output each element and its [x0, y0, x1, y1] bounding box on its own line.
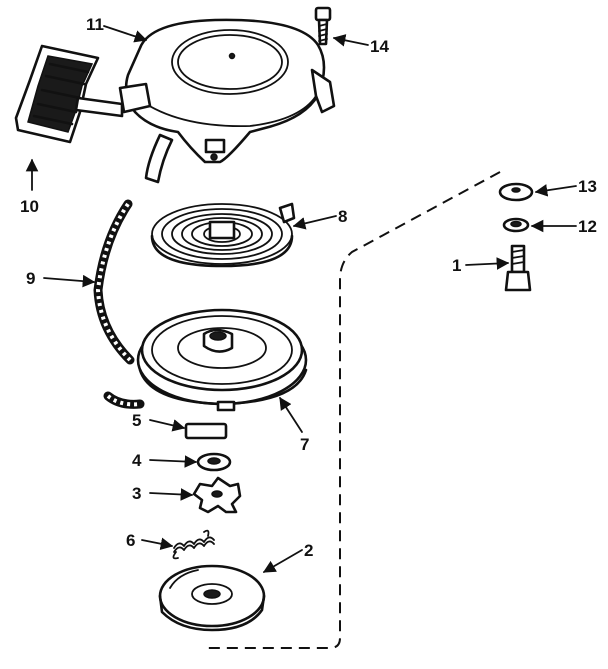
callout-4: 4: [132, 451, 142, 470]
washer-part-4: [196, 452, 232, 472]
callout-1: 1: [452, 256, 461, 275]
recoil-spring-part: [150, 202, 296, 268]
callout-10: 10: [20, 197, 39, 216]
callout-13: 13: [578, 177, 597, 196]
retainer-part: [192, 476, 242, 514]
callout-5: 5: [132, 411, 141, 430]
starter-rope-part: [93, 199, 145, 409]
lock-washer-part: [502, 217, 530, 233]
pulley-part: [136, 308, 308, 412]
pawl-part: [184, 422, 228, 440]
starter-cup-part: [158, 564, 266, 632]
callout-3: 3: [132, 484, 141, 503]
callout-6: 6: [126, 531, 135, 550]
starter-housing-part: [118, 18, 336, 184]
callout-12: 12: [578, 217, 597, 236]
callout-11: 11: [86, 15, 104, 34]
callout-7: 7: [300, 435, 309, 454]
leader-arrows: [25, 25, 577, 573]
washer-part-13: [498, 182, 534, 202]
screw-part: [314, 6, 332, 46]
callout-labels: 11 14 10 8 9 13 12 1 5 7 4 3 6 2: [20, 15, 597, 560]
callout-14: 14: [370, 37, 389, 56]
handle-part: [14, 44, 124, 144]
assembly-dashed-line: [205, 171, 501, 649]
callout-9: 9: [26, 269, 35, 288]
callout-8: 8: [338, 207, 347, 226]
stud-bolt-part: [504, 244, 532, 292]
callout-2: 2: [304, 541, 313, 560]
pawl-spring-part: [172, 529, 215, 560]
